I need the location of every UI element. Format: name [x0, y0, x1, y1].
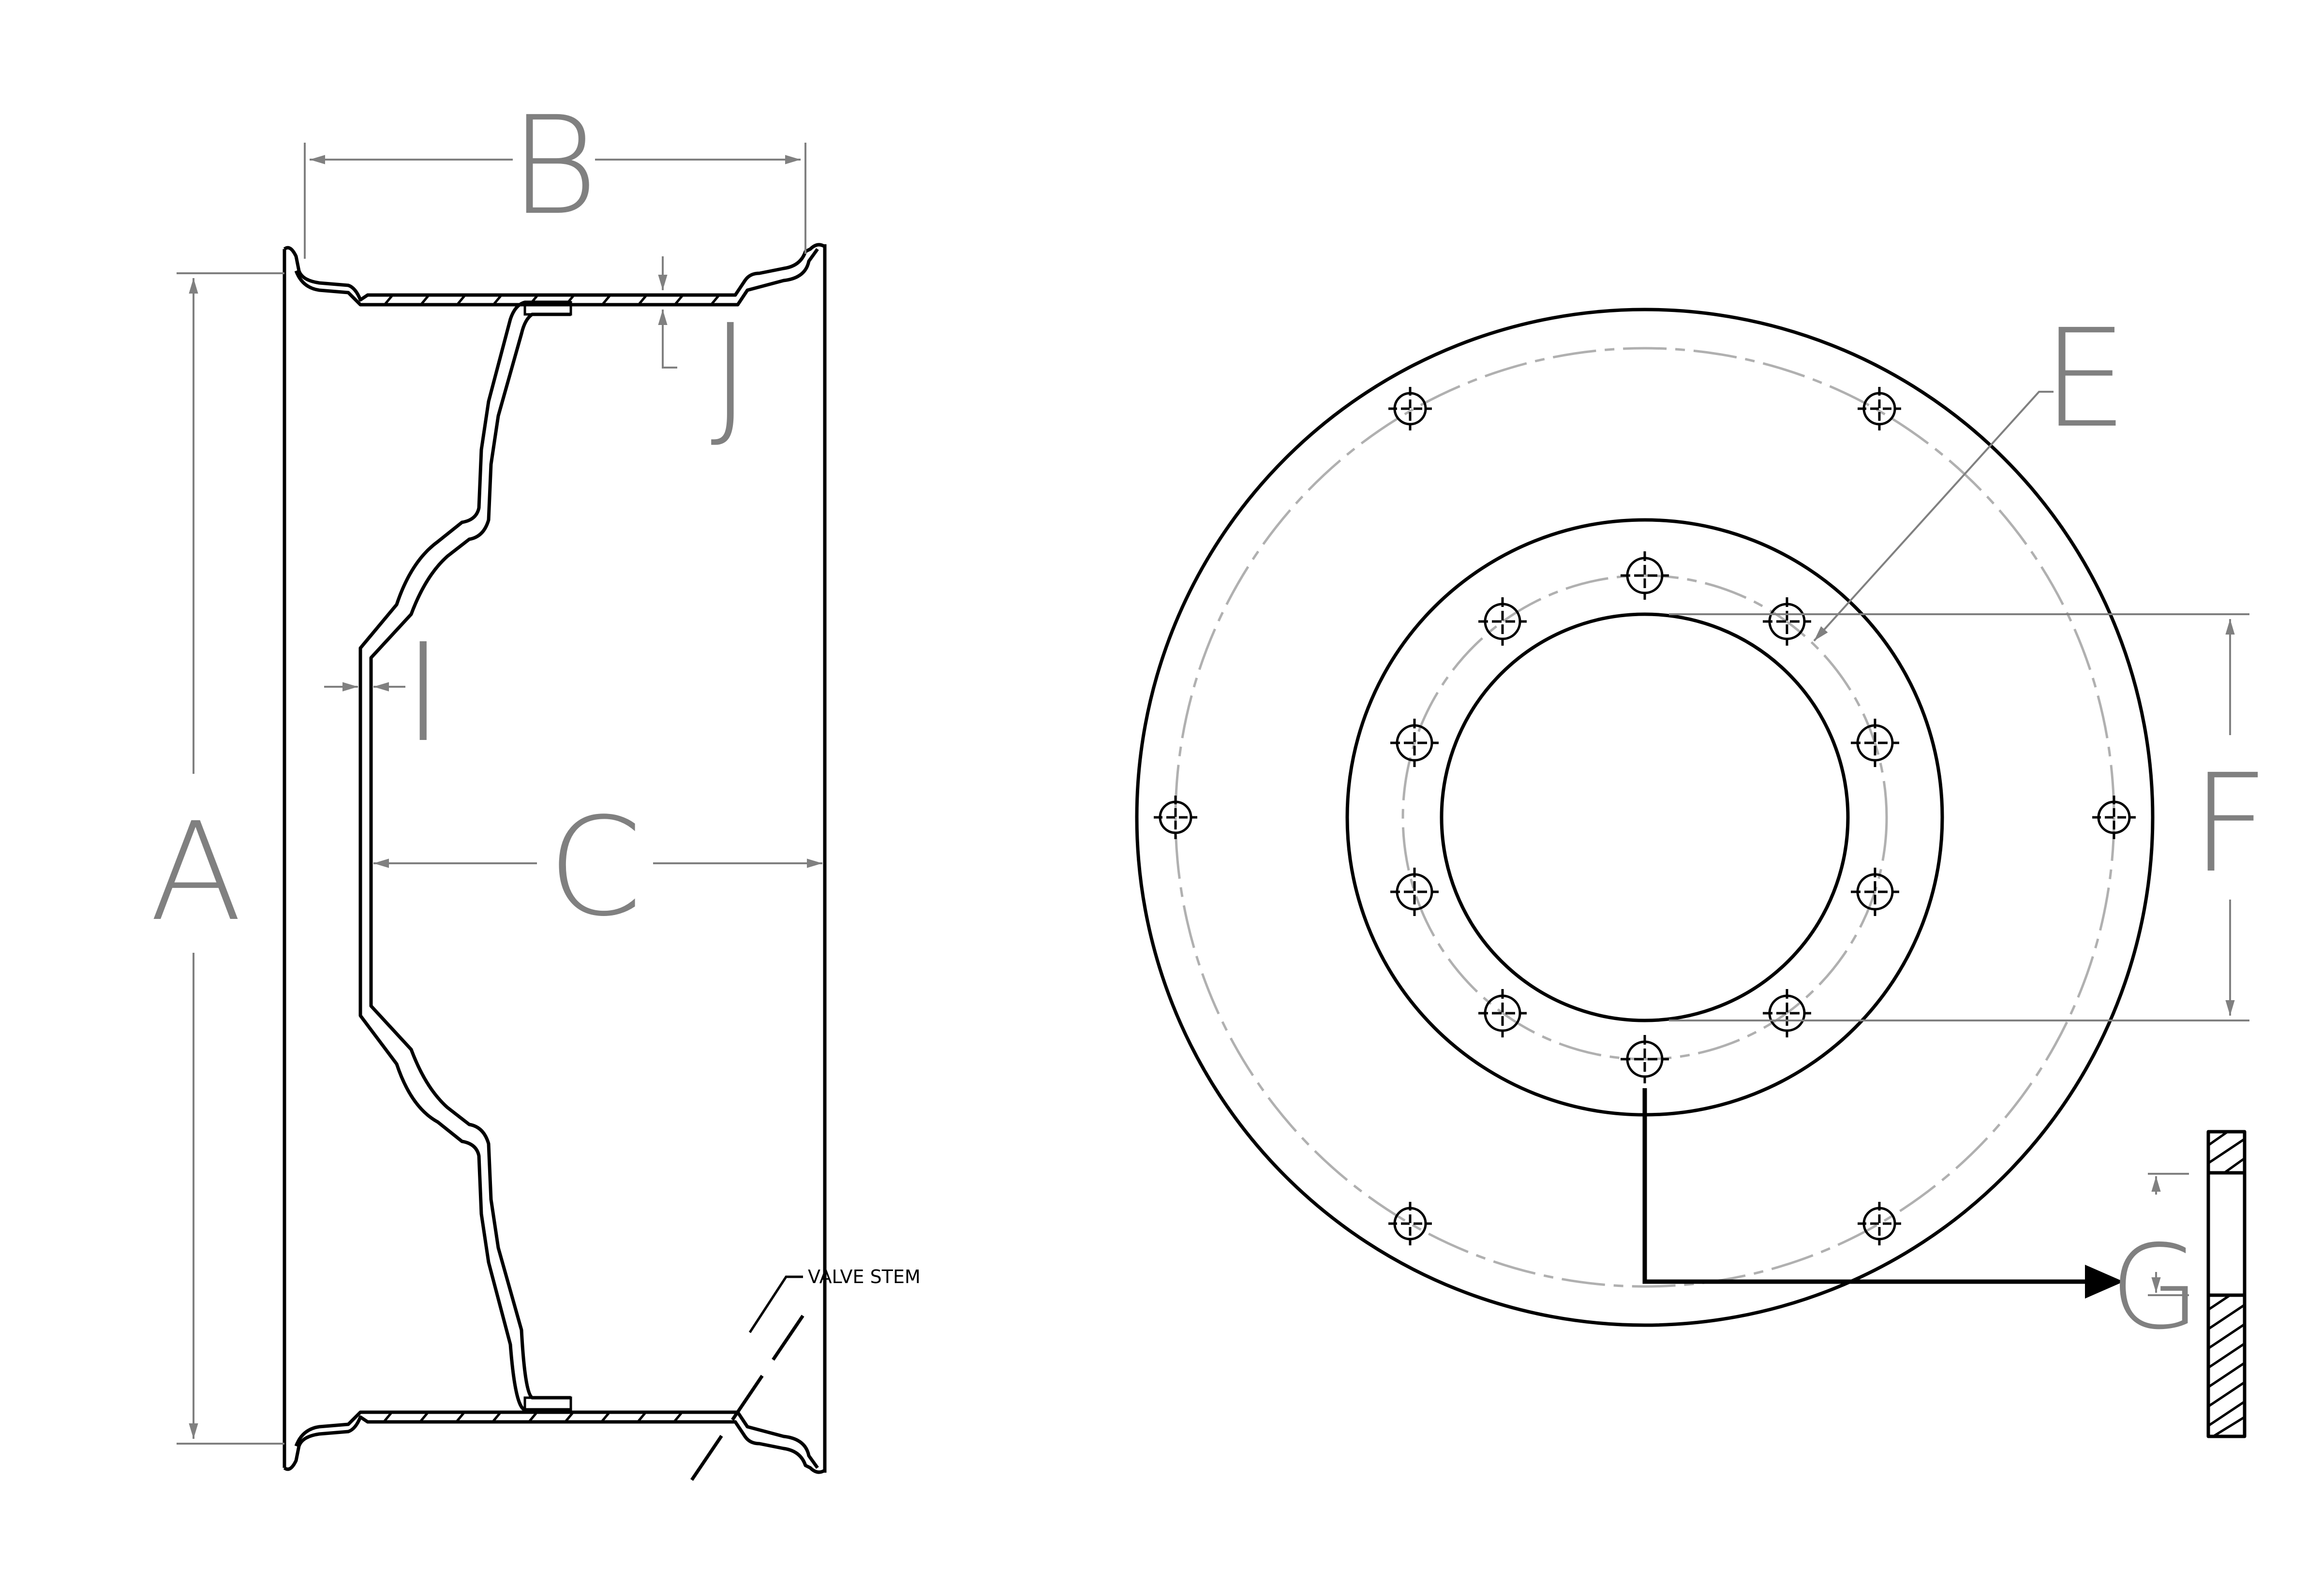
valve-stem-centerline [690, 1315, 804, 1481]
dimension-A: A [149, 272, 284, 1445]
dimension-E: E [1813, 300, 2128, 642]
label-E: E [2042, 300, 2128, 458]
rim-bottom-hatch [384, 1411, 683, 1422]
inner-bolt-circle [1401, 574, 1888, 1061]
center-bore [1440, 612, 1850, 1022]
disc-profile-inner [369, 312, 571, 1400]
valve-stem-callout: VALVE STEM [690, 1266, 921, 1481]
bolt-hole [1388, 1202, 1432, 1245]
valve-stem-note: VALVE STEM [808, 1266, 921, 1287]
section-leader [1642, 1088, 2124, 1299]
inner-bolt-holes [1390, 551, 1899, 1083]
rim-top-profile-inner [294, 248, 819, 307]
bolt-hole-section-detail: G [2110, 1130, 2247, 1438]
outer-bolt-circle [1174, 347, 2115, 1288]
label-J: J [711, 296, 751, 453]
rim-top-hatch [384, 295, 719, 306]
label-I: I [403, 615, 444, 772]
bolt-hole [2092, 796, 2136, 839]
section-hatch [2207, 1130, 2246, 1438]
label-G: G [2110, 1220, 2200, 1355]
bolt-hole [1858, 1202, 1901, 1245]
bolt-hole [1388, 387, 1432, 430]
dimension-I: I [324, 615, 443, 772]
label-C: C [548, 789, 642, 946]
dimension-C: C [373, 789, 822, 946]
front-view: E F [1135, 300, 2269, 1438]
rim-top-profile [283, 243, 826, 302]
dimension-B: B [304, 88, 806, 259]
side-section-view: A B J I C [149, 88, 921, 1481]
disc-profile-outer [358, 300, 571, 1412]
dimension-F: F [1669, 613, 2269, 1021]
disc-weld-top [523, 301, 572, 316]
outer-rim-circle [1135, 308, 2155, 1327]
label-B: B [509, 88, 598, 245]
bolt-hole [1154, 796, 1197, 839]
rim-bottom-profile [283, 1415, 826, 1474]
label-F: F [2191, 745, 2269, 903]
disc-weld-bottom [523, 1396, 572, 1411]
label-A: A [149, 794, 242, 951]
bolt-hole [1858, 387, 1901, 430]
outer-bolt-holes [1154, 387, 2136, 1245]
disc-circle [1345, 518, 1944, 1117]
dimension-J: J [658, 256, 751, 453]
